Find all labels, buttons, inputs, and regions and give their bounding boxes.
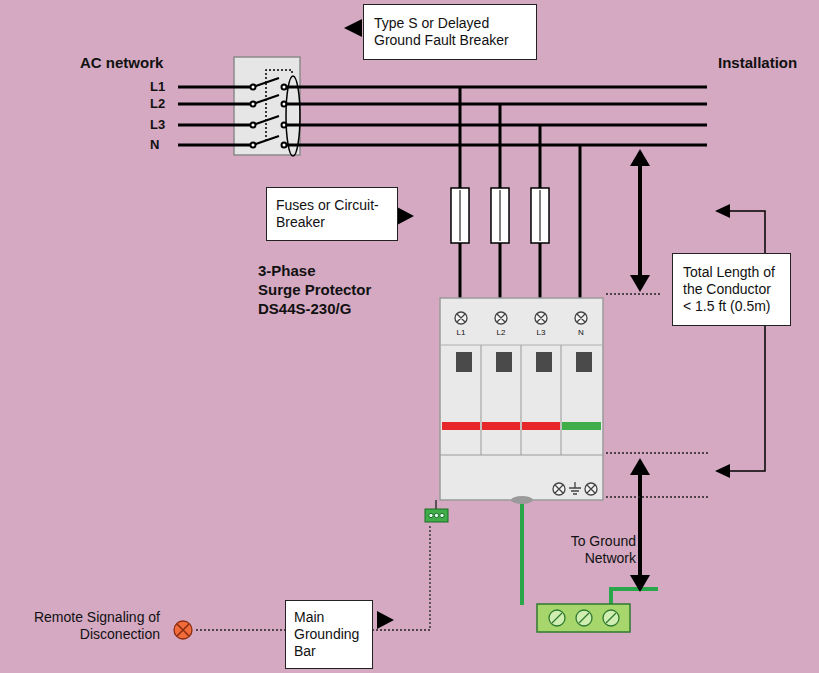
ground-network-label: To Ground Network [556, 533, 636, 567]
installation-label: Installation [718, 54, 797, 72]
callout-text: Total Length of the Conductor < 1.5 ft (… [683, 264, 780, 315]
callout-text: Type S or Delayed Ground Fault Breaker [374, 15, 526, 49]
bus-lines [178, 87, 707, 145]
signal-label: Remote Signaling of Disconection [20, 609, 160, 643]
callout-box: Type S or Delayed Ground Fault Breaker [363, 4, 537, 60]
tap-wires [460, 87, 580, 300]
terminal-label: N [571, 328, 591, 338]
phase-label: L1 [150, 79, 165, 95]
terminal-label: L2 [491, 328, 511, 338]
terminal-label: L1 [451, 328, 471, 338]
callout-text: Main Grounding Bar [294, 609, 364, 660]
dimension-arrows [606, 149, 765, 592]
fuses [451, 188, 549, 243]
ground-fault-breaker [234, 57, 300, 155]
grounding-bar [537, 604, 630, 632]
terminal-label: L3 [531, 328, 551, 338]
ground-wires [522, 504, 658, 605]
device-title: Surge Protector [258, 281, 371, 299]
signal-lamp [174, 621, 192, 639]
callout-box: Total Length of the Conductor < 1.5 ft (… [672, 253, 791, 326]
phase-label: L3 [150, 117, 165, 133]
device-title: DS44S-230/G [258, 300, 351, 318]
callout-pointers [344, 19, 414, 629]
phase-label: N [150, 137, 159, 153]
surge-protector [440, 298, 603, 504]
callout-text: Fuses or Circuit-Breaker [276, 197, 388, 231]
callout-box: Main Grounding Bar [285, 600, 373, 669]
network-label: AC network [80, 54, 163, 72]
callout-box: Fuses or Circuit-Breaker [266, 187, 398, 241]
phase-label: L2 [150, 96, 165, 112]
breaker-contacts [251, 70, 301, 156]
device-title: 3-Phase [258, 262, 316, 280]
